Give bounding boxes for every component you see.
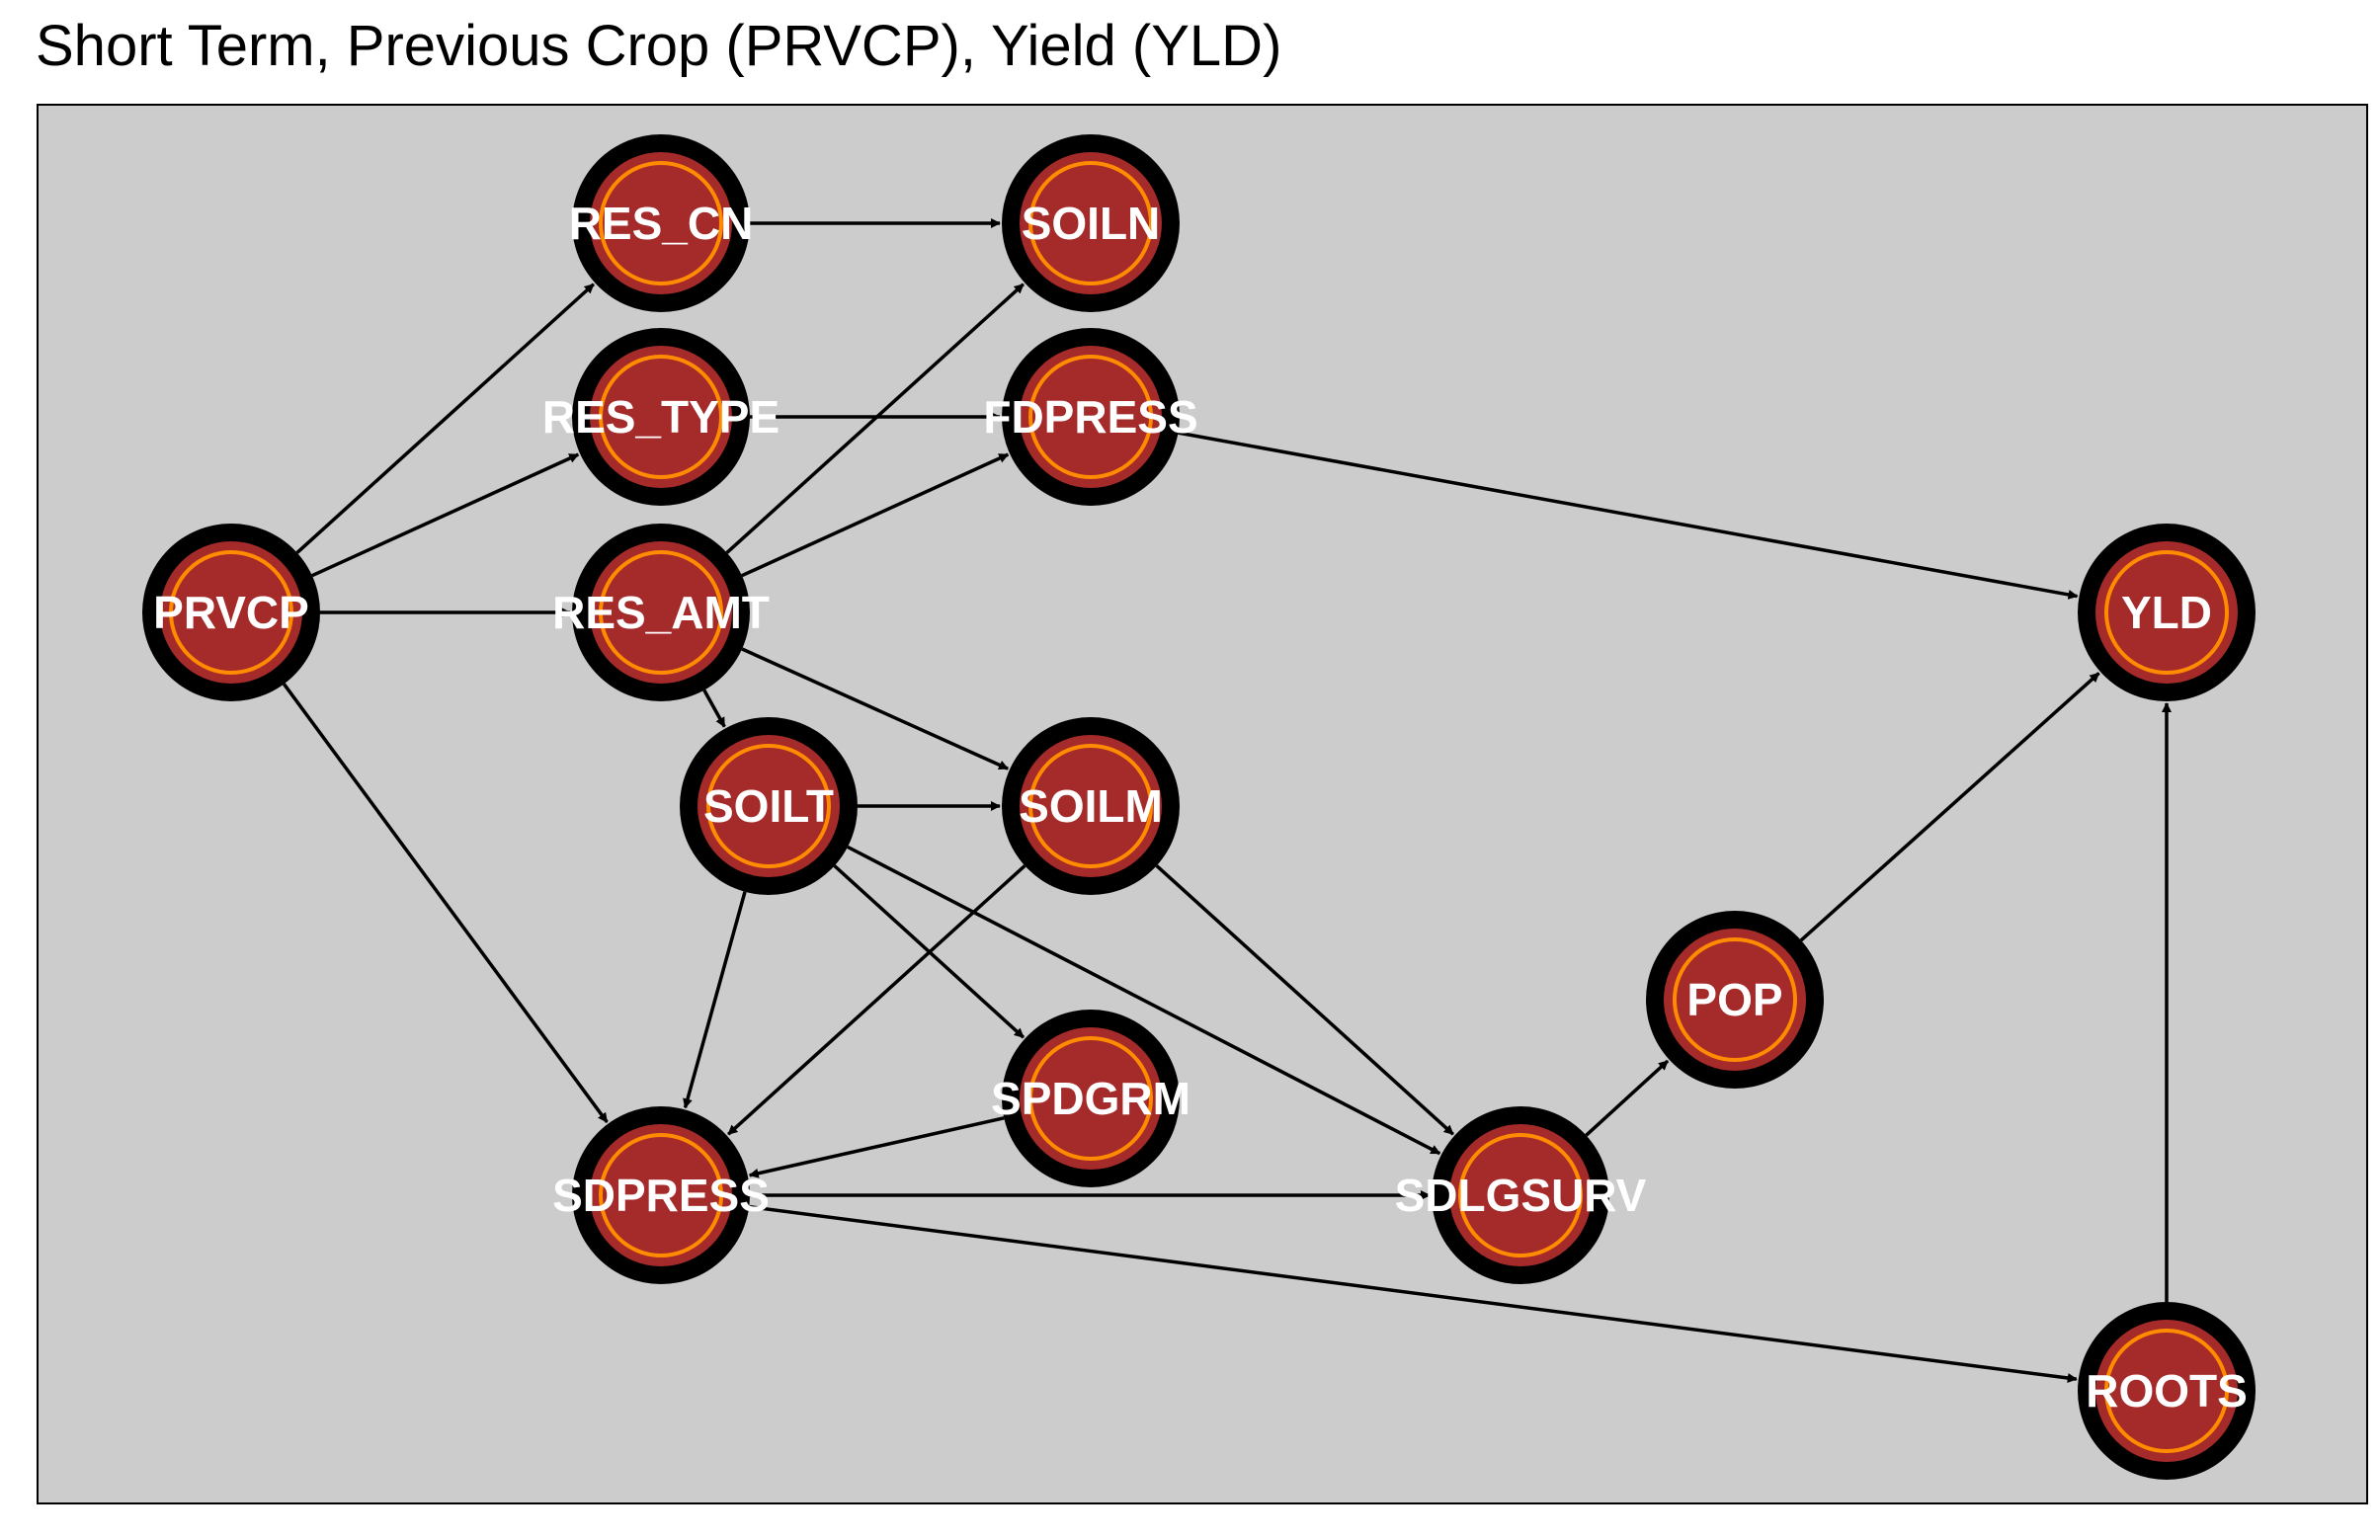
node-soiln: SOILN <box>1002 134 1180 312</box>
node-label: YLD <box>2121 587 2212 638</box>
node-label: SOILN <box>1022 198 1161 249</box>
node-ring <box>599 550 723 675</box>
node-label: RES_CN <box>569 198 754 249</box>
node-label: POP <box>1686 974 1782 1025</box>
node-ring <box>1028 161 1153 285</box>
node-res-amt: RES_AMT <box>552 524 770 701</box>
node-res-cn: RES_CN <box>569 134 754 312</box>
node-ring <box>599 161 723 285</box>
node-fill <box>1020 1027 1162 1170</box>
node-ring <box>1028 744 1153 868</box>
edge-pop-to-yld <box>1799 672 2100 942</box>
plot-panel <box>37 104 2368 1504</box>
node-ring <box>599 355 723 479</box>
node-fill <box>1020 152 1162 294</box>
node-sdpress: SDPRESS <box>552 1106 770 1284</box>
node-prvcp: PRVCP <box>142 524 320 701</box>
edge-sdlgsurv-to-pop <box>1585 1059 1670 1137</box>
diagram-title: Short Term, Previous Crop (PRVCP), Yield… <box>36 14 1282 78</box>
node-yld: YLD <box>2078 524 2256 701</box>
node-ring <box>1673 937 1797 1062</box>
node-ring <box>1028 355 1153 479</box>
edge-soilt-to-sdlgsurv <box>847 845 1441 1156</box>
node-ring <box>1458 1133 1583 1257</box>
node-fill <box>590 1124 732 1266</box>
node-fill <box>590 152 732 294</box>
edge-sdpress-to-roots <box>749 1204 2078 1383</box>
edge-res_amt-to-soiln <box>725 283 1025 554</box>
node-res-type: RES_TYPE <box>542 328 780 506</box>
nodes-layer: PRVCP RES_CN SOILN RES_TYPE FDPRESS RES_AMT YL… <box>142 134 2256 1480</box>
node-fill <box>1449 1124 1592 1266</box>
edge-res_amt-to-soilm <box>741 647 1010 770</box>
node-label: RES_TYPE <box>542 391 780 443</box>
node-fill <box>2095 541 2238 684</box>
node-fill <box>2095 1320 2238 1462</box>
node-pop: POP <box>1646 911 1824 1089</box>
node-ring <box>599 1133 723 1257</box>
node-fill <box>1020 735 1162 877</box>
node-ring <box>2104 1329 2229 1453</box>
node-fill <box>160 541 302 684</box>
node-soilm: SOILM <box>1002 717 1180 895</box>
edges-layer <box>283 218 2172 1383</box>
node-sdlgsurv: SDLGSURV <box>1395 1106 1647 1284</box>
node-label: RES_AMT <box>552 587 770 638</box>
node-fdpress: FDPRESS <box>983 328 1198 506</box>
node-ring <box>1028 1036 1153 1161</box>
node-label: ROOTS <box>2086 1365 2248 1417</box>
node-label: FDPRESS <box>983 391 1197 443</box>
edge-res_amt-to-soilt <box>702 689 726 728</box>
node-fill <box>590 346 732 488</box>
node-fill <box>1664 929 1806 1071</box>
edge-fdpress-to-yld <box>1178 431 2079 600</box>
edge-spdgrm-to-sdpress <box>748 1116 1005 1178</box>
edge-prvcp-to-res_type <box>311 452 580 578</box>
node-ring <box>2104 550 2229 675</box>
edge-soilt-to-sdpress <box>683 891 747 1109</box>
node-roots: ROOTS <box>2078 1302 2256 1480</box>
edge-soilm-to-sdpress <box>727 864 1026 1136</box>
node-label: SOILT <box>703 780 834 832</box>
node-spdgrm: SPDGRM <box>991 1010 1190 1187</box>
node-label: SDLGSURV <box>1395 1170 1647 1221</box>
node-ring <box>169 550 293 675</box>
node-soilt: SOILT <box>680 717 858 895</box>
edge-soilm-to-sdlgsurv <box>1155 864 1454 1136</box>
node-fill <box>698 735 840 877</box>
node-label: SOILM <box>1019 780 1163 832</box>
node-fill <box>1020 346 1162 488</box>
node-label: SPDGRM <box>991 1073 1190 1124</box>
edge-prvcp-to-sdpress <box>283 683 609 1123</box>
node-ring <box>706 744 831 868</box>
node-label: PRVCP <box>153 587 309 638</box>
edge-prvcp-to-res_cn <box>295 283 595 554</box>
node-fill <box>590 541 732 684</box>
edge-res_amt-to-fdpress <box>741 452 1010 578</box>
node-label: SDPRESS <box>552 1170 770 1221</box>
